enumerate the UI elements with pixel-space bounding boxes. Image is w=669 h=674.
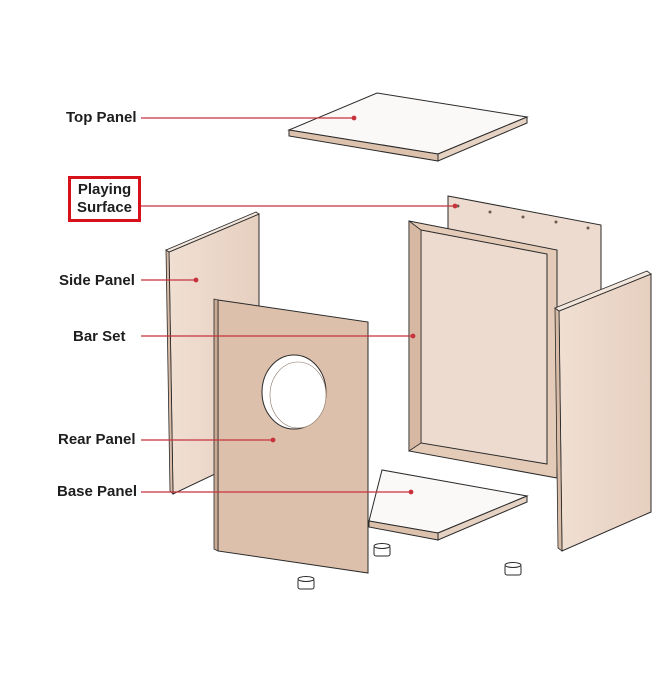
bar-set-frame xyxy=(408,220,558,479)
leader-lines xyxy=(141,115,458,495)
label-side-panel: Side Panel xyxy=(59,272,135,289)
base-panel-part xyxy=(368,469,529,541)
rear-panel-part xyxy=(213,298,369,574)
label-top-panel: Top Panel xyxy=(66,109,137,126)
label-bar-set: Bar Set xyxy=(73,328,126,345)
foot-pads xyxy=(297,543,522,590)
label-base-panel: Base Panel xyxy=(57,483,138,500)
label-playing-surface-box: Playing Surface xyxy=(68,176,142,222)
label-playing-surface-line2: Surface xyxy=(77,199,133,216)
top-panel-part xyxy=(287,92,529,162)
side-panel-right-part xyxy=(554,270,652,552)
label-playing-surface-line1: Playing xyxy=(77,181,132,198)
label-rear-panel: Rear Panel xyxy=(58,431,136,448)
